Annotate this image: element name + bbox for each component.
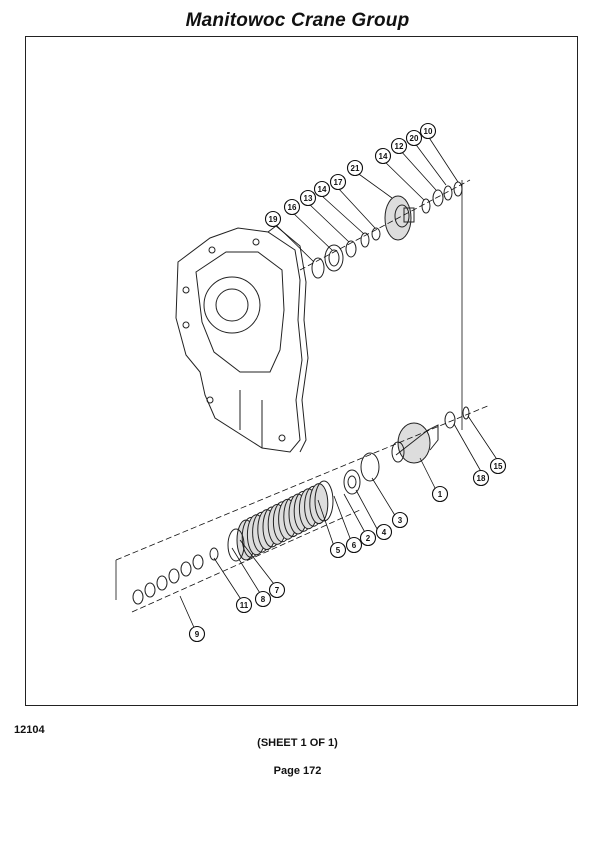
callout-label: 14: [318, 185, 327, 194]
callout-label: 15: [494, 462, 503, 471]
callout-1: 1: [431, 485, 449, 503]
callout-18: 18: [472, 469, 490, 487]
callout-label: 10: [424, 127, 433, 136]
callout-15: 15: [489, 457, 507, 475]
callout-label: 20: [410, 134, 419, 143]
callout-label: 2: [366, 534, 371, 543]
callout-19: 19: [264, 210, 282, 228]
clutch-disc: [314, 480, 334, 522]
leader-lines: [179, 135, 501, 633]
page-title: Manitowoc Crane Group: [185, 10, 410, 31]
callout-17: 17: [329, 173, 347, 191]
callout-12: 12: [390, 137, 408, 155]
callout-label: 21: [351, 164, 360, 173]
callout-10: 10: [419, 122, 437, 140]
callout-label: 14: [379, 152, 388, 161]
transmission-housing: [175, 225, 309, 453]
callout-14: 14: [313, 180, 331, 198]
callout-9: 9: [188, 625, 206, 643]
sheet-indicator: (SHEET 1 OF 1): [257, 737, 338, 749]
callout-11: 11: [235, 596, 253, 614]
callout-label: 18: [477, 474, 486, 483]
callout-13: 13: [299, 189, 317, 207]
shim-set: [132, 547, 219, 605]
callout-label: 7: [275, 586, 280, 595]
callout-14: 14: [374, 147, 392, 165]
callout-label: 1: [438, 490, 443, 499]
callout-label: 3: [398, 516, 403, 525]
callout-label: 9: [195, 630, 200, 639]
callout-2: 2: [359, 529, 377, 547]
callout-6: 6: [345, 536, 363, 554]
callout-20: 20: [405, 129, 423, 147]
callout-label: 19: [269, 215, 278, 224]
page-number: Page 172: [273, 765, 322, 777]
center-lines: [115, 179, 491, 613]
callout-16: 16: [283, 198, 301, 216]
callout-label: 4: [382, 528, 387, 537]
callout-4: 4: [375, 523, 393, 541]
callout-7: 7: [268, 581, 286, 599]
drawing-reference-number: 12104: [14, 724, 45, 736]
shaft-assembly: [343, 406, 470, 495]
callout-label: 13: [304, 194, 313, 203]
callout-label: 12: [395, 142, 404, 151]
callout-label: 11: [240, 601, 249, 610]
callout-21: 21: [346, 159, 364, 177]
callout-label: 16: [288, 203, 297, 212]
callout-label: 8: [261, 595, 266, 604]
clutch-disc: [309, 483, 329, 525]
clutch-disc-pack: [227, 480, 334, 562]
diagram-frame: [25, 36, 578, 706]
callout-5: 5: [329, 541, 347, 559]
callout-8: 8: [254, 590, 272, 608]
callout-label: 6: [352, 541, 357, 550]
callout-label: 17: [334, 178, 343, 187]
callout-3: 3: [391, 511, 409, 529]
callout-label: 5: [336, 546, 341, 555]
